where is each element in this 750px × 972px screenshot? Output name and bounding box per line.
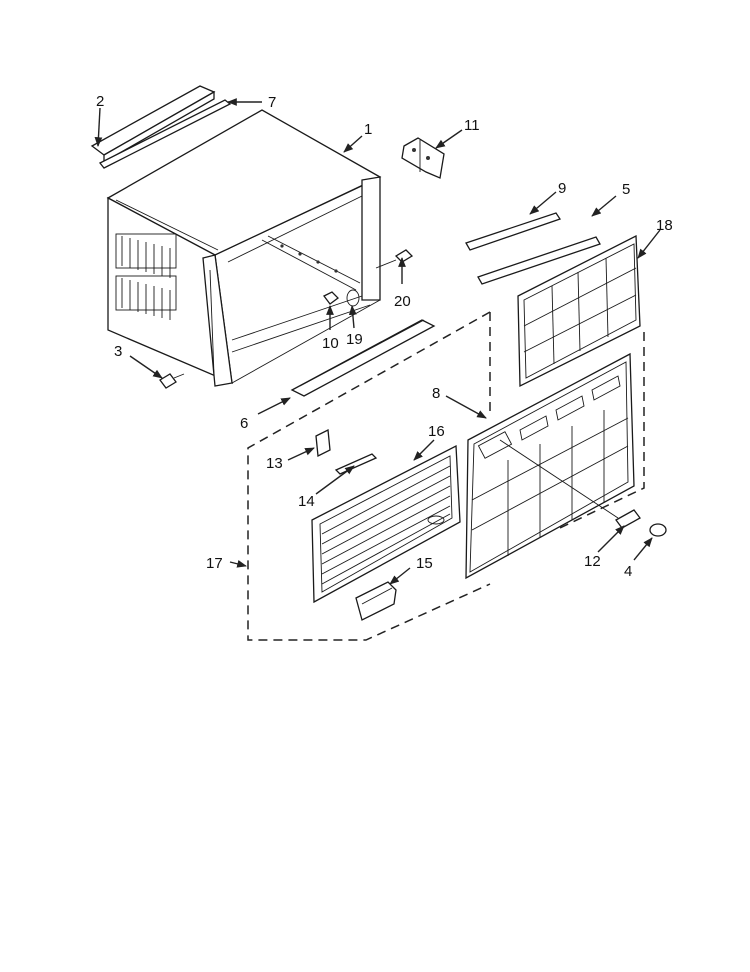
control-plate [615, 509, 641, 529]
cabinet [106, 109, 382, 387]
callout-20: 20 [394, 293, 411, 310]
grille-door [311, 444, 461, 604]
callout-18: 18 [656, 217, 673, 234]
callout-17: 17 [206, 555, 223, 572]
nut [323, 291, 339, 305]
callout-14: 14 [298, 493, 315, 510]
handle [355, 581, 397, 621]
callout-12: 12 [584, 553, 601, 570]
hinge-pin [334, 453, 378, 475]
callout-19: 19 [346, 331, 363, 348]
foam-strip [465, 212, 562, 251]
callout-8: 8 [432, 385, 440, 402]
air-filter [517, 234, 641, 388]
hinge-plate [315, 428, 331, 458]
callout-4: 4 [624, 563, 632, 580]
callout-7: 7 [268, 94, 276, 111]
callout-9: 9 [558, 180, 566, 197]
callout-15: 15 [416, 555, 433, 572]
support-bar [290, 319, 436, 397]
mounting-screw [159, 373, 185, 389]
callout-3: 3 [114, 343, 122, 360]
front-panel [465, 352, 635, 580]
assembly-outline-8 [489, 312, 645, 529]
callout-11: 11 [464, 117, 480, 134]
assembly-outline-17 [247, 311, 491, 641]
screw [375, 249, 414, 269]
leader-lines [94, 98, 661, 585]
top-rail [90, 85, 216, 164]
callout-16: 16 [428, 423, 445, 440]
control-knob [649, 523, 667, 537]
callout-6: 6 [240, 415, 248, 432]
seal-strip [477, 236, 601, 285]
bracket [401, 137, 445, 179]
callout-1: 1 [364, 121, 372, 138]
callout-13: 13 [266, 455, 283, 472]
callout-labels: 1 2 3 4 5 6 7 8 9 10 11 12 13 14 15 16 1… [96, 93, 673, 580]
callout-10: 10 [322, 335, 339, 352]
callout-5: 5 [622, 181, 630, 198]
callout-2: 2 [96, 93, 104, 110]
